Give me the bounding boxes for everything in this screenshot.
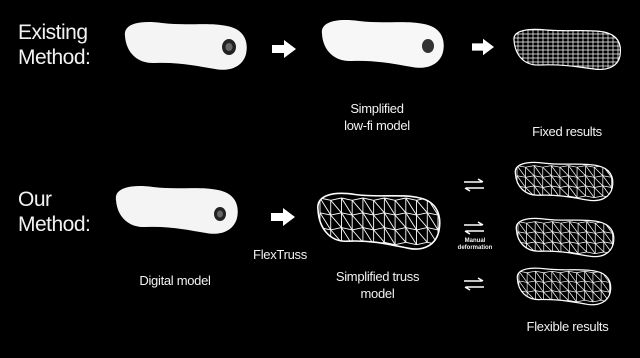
bidirectional-arrow-icon <box>463 178 485 192</box>
simplified-lowfi-label: Simplified low-fi model <box>322 100 432 134</box>
flextruss-label: FlexTruss <box>240 246 320 263</box>
bidirectional-arrow-icon <box>463 221 485 235</box>
simplified-truss-label: Simplified truss model <box>320 268 435 302</box>
digital-model-shape-top <box>117 14 252 74</box>
existing-method-label: Existing Method: <box>18 20 90 70</box>
right-arrow-icon <box>472 38 494 56</box>
lowfi-model-shape <box>314 12 449 72</box>
right-arrow-icon <box>271 208 295 226</box>
simplified-truss-model <box>310 184 445 254</box>
digital-model-shape <box>108 178 243 238</box>
fixed-results-label: Fixed results <box>512 123 622 140</box>
right-arrow-icon <box>272 40 296 58</box>
bidirectional-arrow-icon <box>463 277 485 291</box>
flexible-result-1 <box>504 156 622 204</box>
manual-deformation-label: Manual deformation <box>450 238 500 252</box>
fixed-results-mesh <box>508 22 623 74</box>
digital-model-label: Digital model <box>120 272 230 289</box>
flexible-result-3 <box>504 262 622 308</box>
flexible-result-2 <box>506 212 622 260</box>
our-method-label: Our Method: <box>18 187 90 237</box>
flexible-results-label: Flexible results <box>510 318 625 335</box>
